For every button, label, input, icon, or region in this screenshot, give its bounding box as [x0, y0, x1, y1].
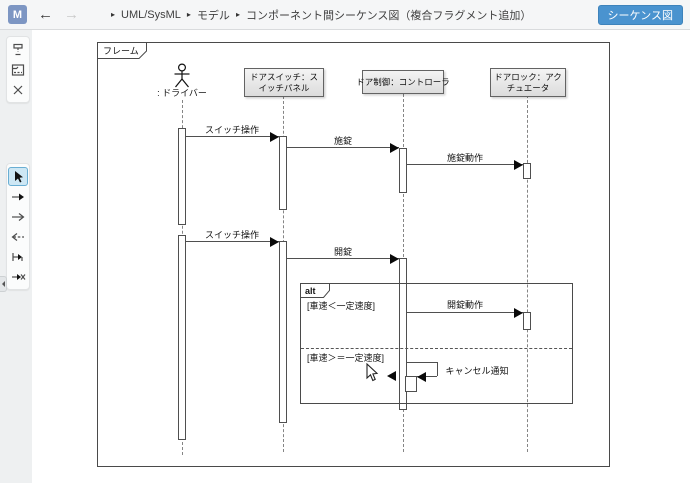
message-lock[interactable] [287, 143, 399, 153]
app-logo[interactable]: M [8, 5, 27, 24]
lifeline-tool-icon[interactable] [8, 40, 28, 59]
lifeline-head-actuator[interactable]: ドアロック：アクチュエータ [490, 68, 566, 97]
left-tool-rail [0, 30, 32, 483]
activation-actuator-2[interactable] [523, 312, 531, 330]
top-bar: M ← → ▸ UML/SysML ▸ モデル ▸ コンポーネント間シーケンス図… [0, 0, 690, 30]
message-label: スイッチ操作 [204, 125, 260, 135]
sync-arrowhead-icon [514, 308, 523, 318]
activation-controller-1[interactable] [399, 148, 407, 193]
activation-controller-2[interactable] [399, 258, 407, 410]
alt-guard-2: [車速＞＝一定速度] [307, 353, 385, 363]
select-tool-icon[interactable] [8, 167, 28, 186]
fragment-tool-icon[interactable] [8, 60, 28, 79]
activation-switch-2[interactable] [279, 241, 287, 423]
message-switch-operation-2[interactable] [186, 237, 279, 247]
activation-switch-1[interactable] [279, 136, 287, 210]
message-label: 施錠動作 [446, 153, 484, 163]
destruction-tool-icon[interactable] [8, 80, 28, 99]
breadcrumb-item-uml-sysml[interactable]: UML/SysML [121, 8, 181, 21]
alt-label: alt [305, 286, 316, 296]
breadcrumb-separator-icon: ▸ [111, 10, 116, 19]
sequence-diagram-button[interactable]: シーケンス図 [597, 5, 683, 25]
message-label: スイッチ操作 [204, 230, 260, 240]
activation-actuator-1[interactable] [523, 163, 531, 179]
mouse-cursor [366, 363, 379, 382]
frame-label-pentagon: フレーム [97, 42, 147, 59]
sync-arrowhead-icon [270, 237, 279, 247]
message-cancel-notification[interactable] [407, 362, 437, 363]
message-unlock[interactable] [287, 254, 399, 264]
sync-arrowhead-icon [387, 371, 396, 381]
message-lock-action[interactable] [407, 160, 523, 170]
lost-message-tool-icon[interactable] [8, 267, 28, 286]
diagram-canvas[interactable]: フレーム : ドライバー ドアスイッチ：スイッチパネル ドア制御：コントローラ … [32, 30, 690, 483]
found-message-tool-icon[interactable] [8, 247, 28, 266]
lifeline-head-switch-panel[interactable]: ドアスイッチ：スイッチパネル [244, 68, 324, 97]
lifeline-actuator[interactable] [527, 95, 528, 452]
async-message-tool-icon[interactable] [8, 207, 28, 226]
message-unlock-action[interactable] [407, 308, 523, 318]
message-tool-group [6, 163, 30, 290]
alt-guard-1: [車速＜一定速度] [307, 301, 376, 311]
sync-arrowhead-icon [390, 143, 399, 153]
back-icon[interactable]: ← [38, 6, 53, 23]
element-tool-group [6, 36, 30, 103]
message-switch-operation-1[interactable] [186, 132, 279, 142]
message-label: 開錠 [333, 247, 353, 257]
sync-arrowhead-icon [514, 160, 523, 170]
reply-message-tool-icon[interactable] [8, 227, 28, 246]
breadcrumb: ▸ UML/SysML ▸ モデル ▸ コンポーネント間シーケンス図（複合フラグ… [111, 7, 531, 23]
panel-collapse-handle[interactable] [0, 276, 7, 292]
message-label: 開錠動作 [446, 300, 484, 310]
alt-divider [301, 348, 572, 349]
lifeline-head-controller[interactable]: ドア制御：コントローラ [356, 70, 450, 94]
alt-fragment[interactable]: alt [車速＜一定速度] [車速＞＝一定速度] [300, 283, 573, 404]
message-cancel-notification[interactable] [417, 372, 437, 382]
diagram-frame: フレーム [97, 42, 610, 467]
activation-controller-nested[interactable] [405, 376, 417, 392]
forward-icon: → [64, 6, 79, 23]
sync-arrowhead-icon [270, 132, 279, 142]
activation-driver-1[interactable] [178, 128, 186, 225]
sync-message-tool-icon[interactable] [8, 187, 28, 206]
collapse-left-icon [1, 281, 5, 287]
sync-arrowhead-icon [390, 254, 399, 264]
message-label: キャンセル通知 [445, 366, 509, 376]
breadcrumb-item-model[interactable]: モデル [196, 9, 230, 22]
alt-label-pentagon: alt [300, 283, 330, 298]
message-cancel-notification[interactable] [437, 362, 438, 376]
lifeline-head-driver[interactable]: : ドライバー [157, 88, 207, 98]
activation-driver-2[interactable] [178, 235, 186, 440]
message-label: 施錠 [333, 136, 353, 146]
frame-label: フレーム [103, 46, 139, 56]
breadcrumb-separator-icon: ▸ [186, 10, 191, 19]
actor-icon[interactable] [171, 63, 193, 89]
breadcrumb-separator-icon: ▸ [235, 10, 240, 19]
breadcrumb-item-diagram[interactable]: コンポーネント間シーケンス図（複合フラグメント追加） [245, 9, 532, 22]
sync-arrowhead-icon [417, 372, 426, 382]
